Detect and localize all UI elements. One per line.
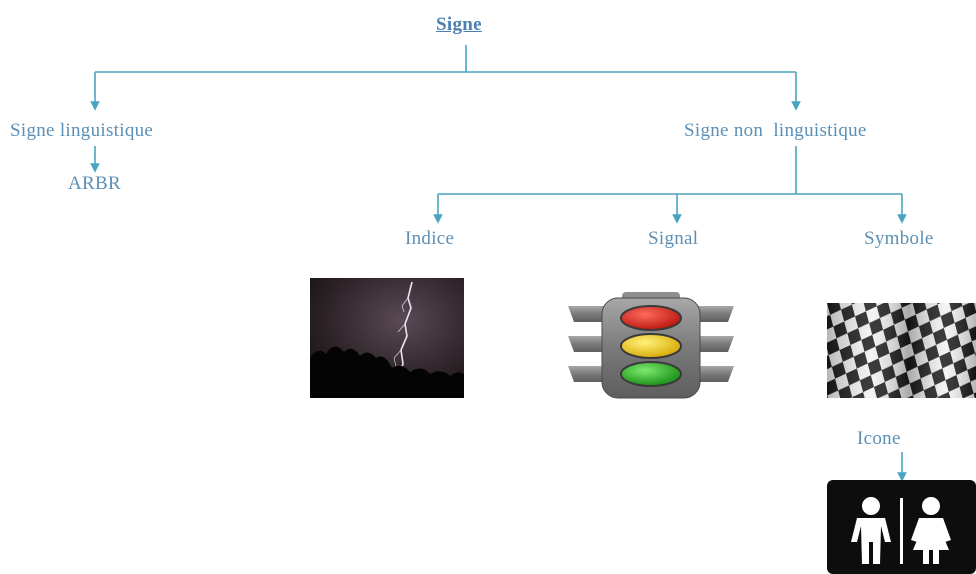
- node-indice: Indice: [405, 228, 455, 249]
- node-icone: Icone: [857, 428, 901, 449]
- checkered-flag-icon: [827, 303, 976, 398]
- traffic-light-icon: [566, 292, 736, 400]
- node-signe-non-linguistique: Signe non linguistique: [684, 120, 867, 141]
- node-symbole: Symbole: [864, 228, 934, 249]
- restroom-icon: [827, 480, 976, 574]
- lightning-photo: [310, 278, 464, 398]
- node-arbr: ARBR: [68, 173, 121, 194]
- node-signe-linguistique: Signe linguistique: [10, 120, 154, 141]
- diagram-title: Signe: [436, 14, 482, 35]
- node-signal: Signal: [648, 228, 699, 249]
